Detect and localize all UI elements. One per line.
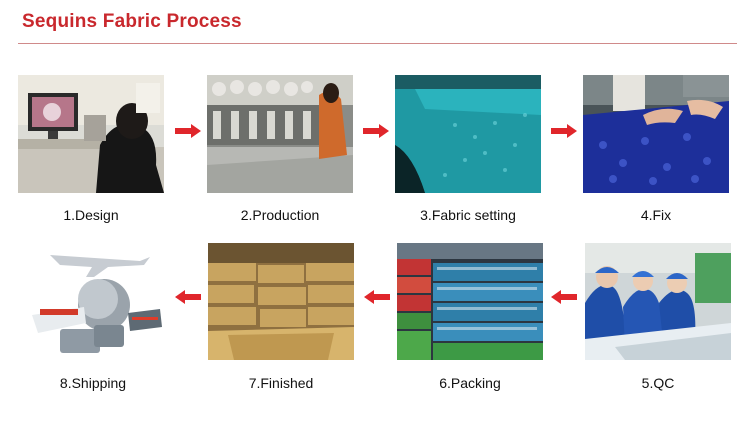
step-label-shipping: 8.Shipping [59,375,127,391]
step-label-fix: 4.Fix [640,207,672,223]
step-fabric-setting [395,75,541,193]
step-production [207,75,353,193]
step-label-design: 1.Design [63,207,119,223]
step-label-finished: 7.Finished [248,375,314,391]
step-finished [208,243,354,360]
packed-bags-photo [208,243,354,360]
arrow-left-icon [175,290,201,304]
design-office-photo [18,75,164,193]
title-divider [18,43,737,44]
teal-sequin-fabric-photo [395,75,541,193]
step-label-qc: 5.QC [641,375,675,391]
step-label-fabric-setting: 3.Fabric setting [420,207,516,223]
embroidery-machine-photo [207,75,353,193]
arrow-left-icon [364,290,390,304]
page-title: Sequins Fabric Process [22,11,242,32]
arrow-left-icon [551,290,577,304]
step-packing [397,243,543,360]
shipping-transport-photo [20,243,166,359]
arrow-right-icon [363,124,389,138]
blue-sequin-fixing-photo [583,75,729,193]
quality-control-workers-photo [585,243,731,360]
step-shipping [20,243,166,359]
step-design [18,75,164,193]
arrow-right-icon [551,124,577,138]
step-qc [585,243,731,360]
step-label-packing: 6.Packing [439,375,501,391]
step-label-production: 2.Production [240,207,320,223]
arrow-right-icon [175,124,201,138]
fabric-rolls-photo [397,243,543,360]
step-fix [583,75,729,193]
